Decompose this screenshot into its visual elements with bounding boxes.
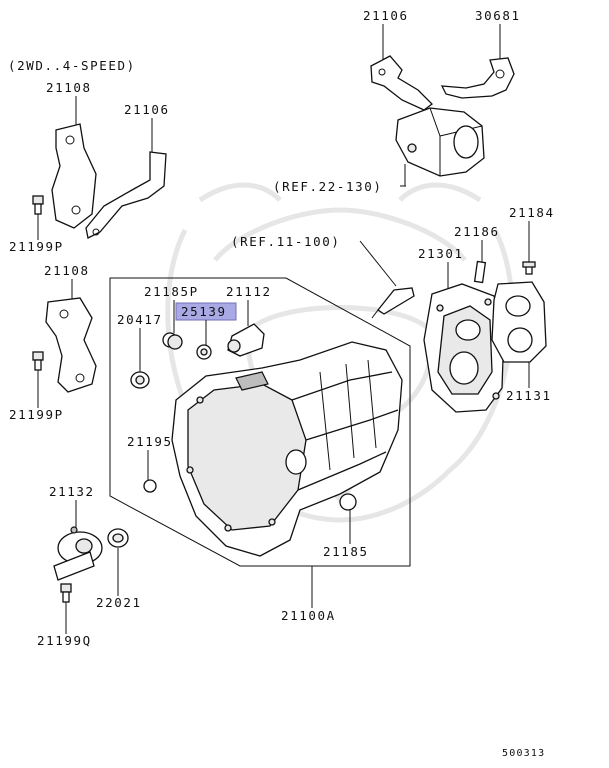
label-21186: 21186 bbox=[454, 224, 500, 239]
part-21199q-bolt bbox=[60, 583, 72, 603]
ref-note-22-130: (REF.22-130) bbox=[273, 179, 383, 194]
part-30681-bracket bbox=[440, 57, 515, 99]
label-21199p-b: 21199P bbox=[9, 407, 64, 422]
label-21199q: 21199Q bbox=[37, 633, 92, 648]
label-21185p: 21185P bbox=[144, 284, 199, 299]
label-21106-top: 21106 bbox=[363, 8, 409, 23]
part-21106-bracket-top bbox=[370, 55, 433, 111]
label-21108-a: 21108 bbox=[46, 80, 92, 95]
label-22021: 22021 bbox=[96, 595, 142, 610]
label-21184: 21184 bbox=[509, 205, 555, 220]
part-21131-gasket bbox=[491, 281, 547, 363]
part-21185-plug bbox=[339, 493, 357, 511]
part-21108-bracket-a bbox=[51, 123, 97, 229]
part-21112-sensor bbox=[227, 323, 265, 357]
label-21185: 21185 bbox=[323, 544, 369, 559]
part-21100a-transmission-case bbox=[171, 341, 403, 557]
part-21184-bolt bbox=[522, 261, 536, 275]
title-note-2wd-4speed: (2WD..4-SPEED) bbox=[8, 58, 136, 73]
part-21106-bracket-b bbox=[85, 151, 167, 239]
part-25139-seal bbox=[196, 344, 212, 360]
part-21132-bearing-retainer bbox=[53, 526, 103, 581]
part-21301-cover bbox=[423, 283, 505, 413]
part-22021-oil-seal bbox=[107, 528, 129, 548]
label-21199p-a: 21199P bbox=[9, 239, 64, 254]
label-21100a: 21100A bbox=[281, 608, 336, 623]
label-21132: 21132 bbox=[49, 484, 95, 499]
part-21195-plug bbox=[143, 479, 157, 493]
label-21195: 21195 bbox=[127, 434, 173, 449]
label-21106-b: 21106 bbox=[124, 102, 170, 117]
label-20417: 20417 bbox=[117, 312, 163, 327]
part-20417-bearing bbox=[130, 371, 150, 389]
part-ref-11-100-pin bbox=[371, 287, 415, 319]
part-21108-bracket-b bbox=[45, 297, 97, 393]
part-21186-pin bbox=[473, 260, 487, 284]
label-25139-highlighted: 25139 bbox=[181, 304, 227, 319]
leader-lines bbox=[37, 24, 530, 634]
ref-note-11-100: (REF.11-100) bbox=[231, 234, 341, 249]
diagram-number: 500313 bbox=[502, 748, 545, 759]
label-21301: 21301 bbox=[418, 246, 464, 261]
part-21199p-bolt-b bbox=[32, 351, 44, 371]
part-21199p-bolt-a bbox=[32, 195, 44, 215]
part-21185p-plug bbox=[162, 332, 183, 350]
label-21108-b: 21108 bbox=[44, 263, 90, 278]
part-actuator-unit bbox=[395, 107, 485, 177]
label-21112: 21112 bbox=[226, 284, 272, 299]
label-21131: 21131 bbox=[506, 388, 552, 403]
label-30681: 30681 bbox=[475, 8, 521, 23]
assembly-group-frame bbox=[109, 277, 411, 567]
